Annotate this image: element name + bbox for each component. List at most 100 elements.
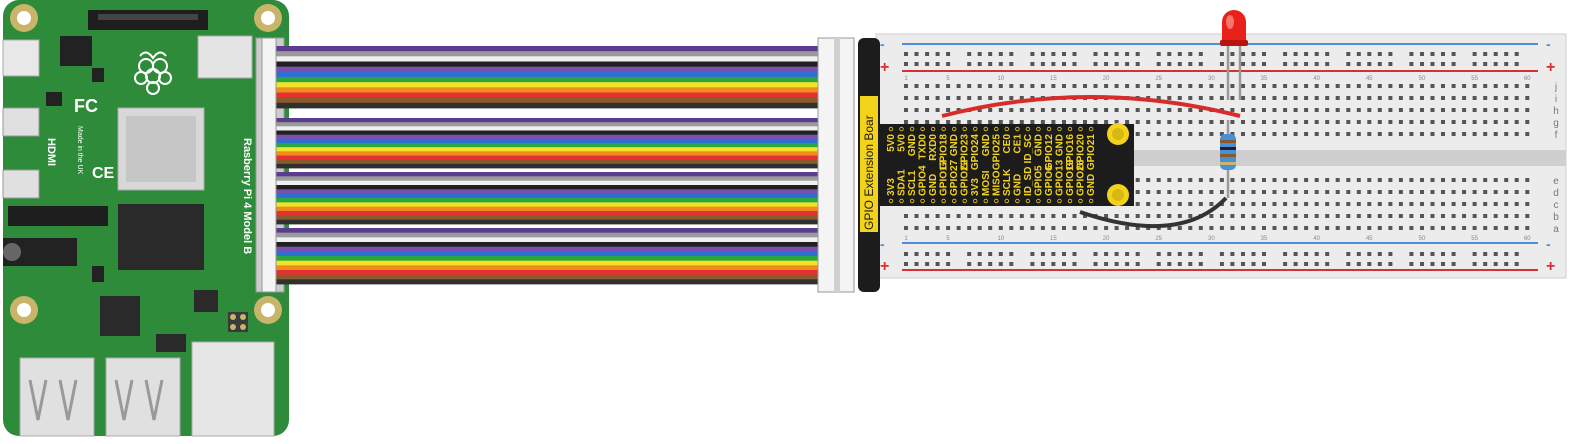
ribbon-wire: [270, 176, 826, 182]
breadboard-hole: [988, 84, 993, 88]
breadboard-hole: [1493, 120, 1498, 124]
breadboard-hole: [1093, 120, 1098, 124]
pin-hole: [899, 126, 904, 132]
breadboard-hole: [1051, 226, 1056, 230]
rail-hole: [925, 52, 930, 56]
breadboard-hole: [1398, 202, 1403, 206]
pin-label-top: GPIO12: [1044, 134, 1055, 171]
breadboard-hole: [1525, 120, 1530, 124]
breadboard-hole: [1177, 108, 1182, 112]
breadboard-hole: [1198, 190, 1203, 194]
breadboard-hole: [1156, 202, 1161, 206]
rail-hole: [967, 52, 972, 56]
breadboard-hole: [1156, 96, 1161, 100]
ribbon-wire: [270, 189, 826, 195]
breadboard-hole: [1283, 96, 1288, 100]
breadboard-hole: [1209, 214, 1214, 218]
ribbon-wire: [270, 172, 826, 177]
pin-label-top: 5V0: [897, 134, 908, 152]
breadboard-hole: [1177, 132, 1182, 136]
breadboard-hole: [1135, 84, 1140, 88]
rail-hole: [988, 262, 993, 266]
breadboard-hole: [1493, 84, 1498, 88]
rail-minus-bottom-left: -: [880, 236, 885, 252]
breadboard-hole: [1283, 108, 1288, 112]
breadboard-hole: [1335, 226, 1340, 230]
breadboard-hole: [1283, 190, 1288, 194]
rail-hole: [998, 252, 1003, 256]
rail-hole: [904, 252, 908, 256]
rail-minus-bottom-right: -: [1546, 236, 1551, 252]
rail-hole: [1293, 262, 1298, 266]
breadboard-hole: [1377, 190, 1382, 194]
rail-hole: [1251, 52, 1256, 56]
breadboard-hole: [1188, 190, 1193, 194]
breadboard-hole: [1009, 84, 1014, 88]
ribbon-wire: [270, 198, 826, 203]
breadboard-hole: [1262, 190, 1266, 194]
breadboard-hole: [1083, 84, 1087, 88]
rail-hole: [1504, 262, 1509, 266]
breadboard-hole: [1514, 84, 1519, 88]
breadboard-hole: [1493, 226, 1498, 230]
rail-hole: [1493, 252, 1498, 256]
breadboard-hole: [1314, 214, 1319, 218]
rail-hole: [1304, 252, 1309, 256]
rail-hole: [1251, 252, 1256, 256]
ribbon-cable: [270, 46, 826, 285]
breadboard-hole: [1525, 132, 1530, 136]
rail-hole: [1483, 62, 1488, 66]
breadboard-hole: [946, 96, 951, 100]
pin-hole: [888, 198, 894, 204]
breadboard-hole: [925, 214, 930, 218]
breadboard-hole: [1472, 108, 1477, 112]
breadboard-hole: [1019, 120, 1024, 124]
breadboard-hole: [1356, 96, 1361, 100]
rail-plus-top-right: +: [1546, 59, 1555, 76]
breadboard-hole: [1325, 214, 1330, 218]
breadboard-hole: [1483, 178, 1488, 182]
ribbon-wire: [270, 163, 826, 169]
breadboard-hole: [1009, 120, 1014, 124]
pin-hole: [930, 198, 936, 204]
breadboard-hole: [1156, 190, 1161, 194]
breadboard-hole: [988, 108, 993, 112]
breadboard-hole: [1072, 108, 1077, 112]
breadboard-hole: [1314, 84, 1319, 88]
rail-minus-top-left: -: [880, 36, 885, 52]
rail-hole: [1188, 262, 1193, 266]
breadboard-hole: [1051, 214, 1056, 218]
breadboard-hole: [904, 226, 908, 230]
breadboard-hole: [935, 108, 940, 112]
breadboard-hole: [1504, 96, 1509, 100]
breadboard-hole: [1514, 108, 1519, 112]
breadboard-hole: [1525, 108, 1530, 112]
rail-hole: [1441, 262, 1445, 266]
rail-hole: [1062, 252, 1066, 256]
breadboard-hole: [1483, 202, 1488, 206]
rail-hole: [1283, 262, 1288, 266]
fc-mark: FC: [74, 96, 98, 116]
breadboard-hole: [1072, 214, 1077, 218]
breadboard-hole: [1420, 132, 1424, 136]
rail-hole: [1167, 252, 1172, 256]
rail-hole: [1135, 62, 1140, 66]
breadboard-hole: [1083, 120, 1087, 124]
breadboard-hole: [1441, 202, 1445, 206]
breadboard-hole: [1525, 214, 1530, 218]
rail-hole: [1156, 262, 1161, 266]
rail-hole: [925, 62, 930, 66]
breadboard-hole: [1262, 132, 1266, 136]
rail-hole: [1009, 62, 1014, 66]
breadboard-hole: [1251, 202, 1256, 206]
rail-hole: [1367, 52, 1372, 56]
breadboard-hole: [904, 96, 908, 100]
rail-hole: [1167, 62, 1172, 66]
pin-label-top: RXD0: [928, 134, 939, 161]
pin-label-bottom: 3V3: [970, 178, 981, 196]
rail-hole: [946, 62, 951, 66]
breadboard-hole: [1398, 178, 1403, 182]
